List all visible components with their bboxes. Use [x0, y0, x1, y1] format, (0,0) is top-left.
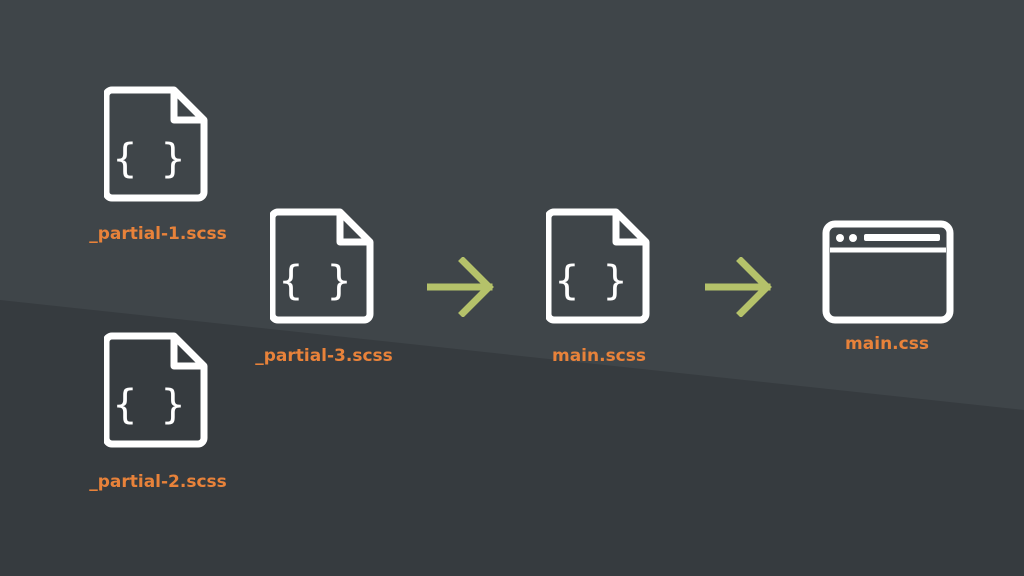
curly-braces-glyph: { }	[279, 258, 351, 304]
file-node-partial-3: { }	[268, 206, 378, 331]
scss-file-icon: { }	[102, 86, 208, 202]
file-node-main-scss: { }	[544, 206, 654, 331]
scss-file-icon: { }	[544, 208, 650, 324]
scss-file-icon: { }	[268, 208, 374, 324]
file-label-partial-3: _partial-3.scss	[255, 346, 393, 366]
window-dot-icon	[849, 234, 857, 242]
arrow-right-icon	[705, 257, 772, 317]
arrow-right-icon	[427, 257, 494, 317]
file-node-main-css	[822, 220, 954, 329]
window-dot-icon	[836, 234, 844, 242]
file-label-main-scss: main.scss	[551, 346, 647, 366]
curly-braces-glyph: { }	[555, 258, 627, 304]
file-label-main-css: main.css	[845, 334, 929, 354]
scss-file-icon: { }	[102, 332, 208, 448]
curly-braces-glyph: { }	[113, 382, 185, 428]
browser-window-icon	[822, 220, 954, 324]
address-bar-icon	[864, 234, 940, 241]
file-label-partial-1: _partial-1.scss	[89, 224, 227, 244]
file-node-partial-1: { }	[102, 84, 212, 209]
file-node-partial-2: { }	[102, 330, 212, 455]
file-label-partial-2: _partial-2.scss	[89, 472, 227, 492]
curly-braces-glyph: { }	[113, 136, 185, 182]
